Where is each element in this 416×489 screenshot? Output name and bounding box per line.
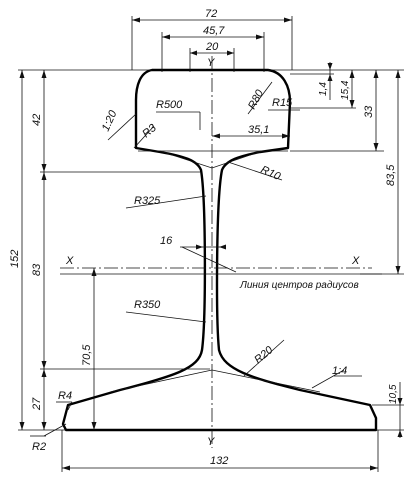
arrow-83-5-bottom: [395, 266, 401, 274]
radius-r80-label: R80: [246, 87, 266, 111]
arrow-42-top: [41, 70, 47, 78]
radius-r2-label: R2: [32, 441, 46, 453]
radius-r4-label: R4: [58, 390, 72, 402]
arrow-20-right: [227, 50, 234, 56]
arrow-83-5-top: [395, 70, 401, 78]
arrow-20-left: [190, 50, 197, 56]
arrow-16-right: [219, 244, 226, 250]
arrow-15-4-bottom: [349, 100, 355, 108]
leader-r3: [133, 125, 155, 149]
dim-42-label: 42: [31, 114, 43, 126]
arrow-83-top: [41, 172, 47, 180]
leader-16: [181, 246, 237, 273]
arrow-42-bottom: [41, 164, 47, 172]
dim-16-label: 16: [160, 235, 173, 247]
arrow-10-5-bottom: [397, 430, 403, 437]
arrow-45-left: [162, 34, 170, 40]
leader-1-4: [311, 369, 345, 389]
dim-1-4-label: 1,4: [318, 82, 329, 96]
dim-132-label: 132: [210, 455, 228, 467]
radius-r500-label: R500: [156, 99, 183, 111]
arrow-27-bottom: [41, 422, 47, 430]
arrow-45-right: [256, 34, 264, 40]
dim-33-label: 33: [363, 105, 375, 118]
foot-chevron-line: [109, 369, 321, 393]
radius-r20-label: R20: [252, 344, 276, 367]
arrow-72-right: [284, 17, 292, 23]
arrow-1-4-top: [327, 63, 333, 70]
dim-83-label: 83: [31, 263, 43, 276]
arrow-72-left: [132, 17, 140, 23]
leader-r350: [125, 311, 207, 323]
dim-10-5-label: 10,5: [388, 384, 399, 404]
x-axis-label-left: X: [65, 255, 74, 267]
dim-72-label: 72: [205, 8, 217, 20]
dim-83-5-label: 83,5: [385, 164, 397, 186]
y-axis-label-bottom: Y: [207, 436, 215, 448]
y-axis-label-top: Y: [207, 57, 215, 69]
arrow-35-1-right: [282, 133, 290, 139]
arrow-132-left: [62, 465, 70, 471]
radius-r325-label: R325: [134, 195, 161, 207]
arrow-15-4-top: [349, 70, 355, 78]
head-chevron-line: [159, 150, 263, 169]
dim-35-1-label: 35,1: [248, 124, 269, 136]
slope-1-20-label: 1:20: [100, 108, 120, 133]
leader-r10: [227, 161, 283, 181]
leader-1-20: [107, 113, 137, 141]
leader-r20: [243, 339, 285, 377]
leader-r2: [43, 423, 67, 437]
arrow-16-left: [196, 244, 203, 250]
leader-r4-diag: [67, 401, 73, 411]
slope-1-4-label: 1:4: [332, 365, 347, 377]
radius-r15-label: R15: [272, 97, 293, 109]
leader-r325: [125, 195, 207, 209]
arrow-152-top: [19, 70, 25, 78]
dim-70-5-label: 70,5: [81, 344, 93, 366]
arrow-83-bottom: [41, 361, 47, 369]
dim-152-label: 152: [9, 250, 21, 268]
centers-line-label: Линия центров радиусов: [239, 280, 359, 291]
leader-r80: [247, 81, 273, 115]
arrow-70-5-top: [91, 268, 97, 276]
arrow-33-top: [373, 70, 379, 78]
dim-45-label: 45,7: [203, 25, 225, 37]
dim-15-4-label: 15,4: [340, 80, 351, 100]
x-axis-label-right: X: [351, 255, 360, 267]
arrow-35-1-left: [212, 133, 220, 139]
arrow-10-5-top: [397, 398, 403, 405]
arrow-27-top: [41, 369, 47, 377]
arrow-152-bottom: [19, 422, 25, 430]
arrow-1-4-bottom: [327, 74, 333, 81]
dim-27-label: 27: [31, 397, 43, 411]
arrow-70-5-bottom: [91, 422, 97, 430]
dim-20-label: 20: [205, 41, 219, 53]
arrow-33-bottom: [373, 143, 379, 151]
arrow-132-right: [370, 465, 378, 471]
radius-r350-label: R350: [134, 299, 161, 311]
radius-r10-label: R10: [259, 164, 283, 184]
